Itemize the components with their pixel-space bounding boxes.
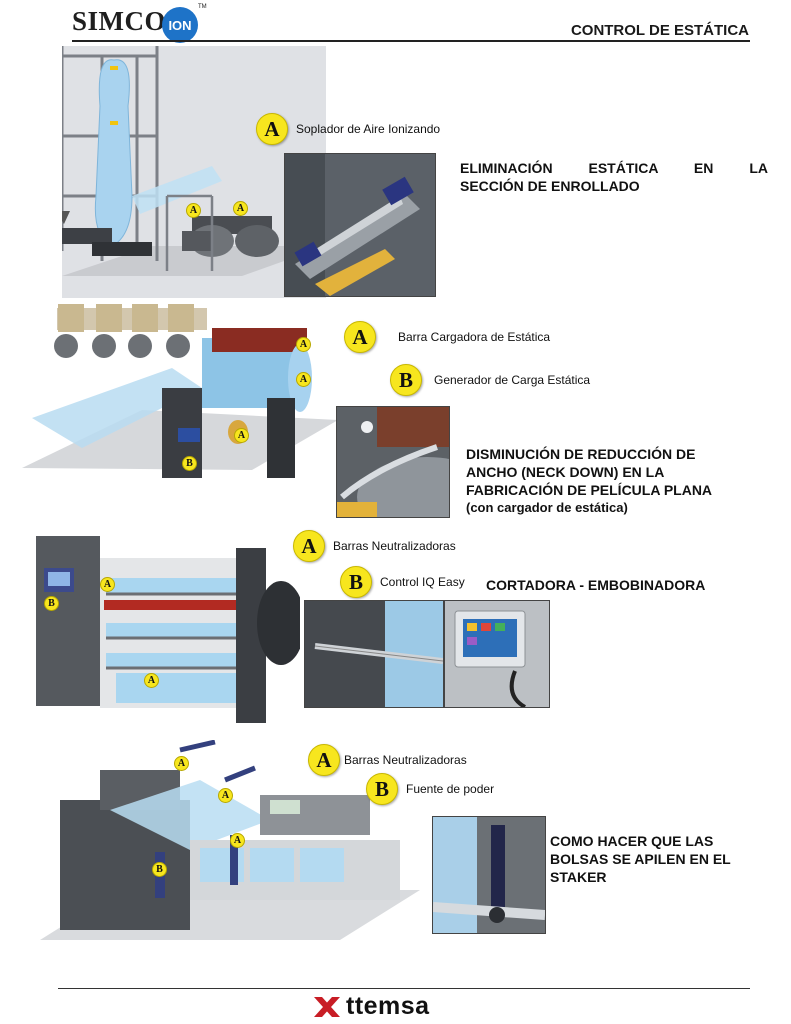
marker-a: A — [218, 788, 233, 803]
callout-label: Generador de Carga Estática — [434, 373, 591, 387]
callout-label: Barras Neutralizadoras — [333, 539, 456, 553]
marker-a: A — [186, 203, 201, 218]
marker-b: B — [182, 456, 197, 471]
marker-a: A — [234, 428, 249, 443]
callout-neutralizing-bars: A Barras Neutralizadoras — [293, 530, 456, 562]
marker-a: A — [144, 673, 159, 688]
ion-logo-badge: ION — [162, 7, 198, 43]
marker-a: A — [296, 337, 311, 352]
callout-label: Barras Neutralizadoras — [344, 753, 467, 767]
callout-label: Soplador de Aire Ionizando — [296, 122, 441, 136]
letter-badge: B — [366, 773, 398, 805]
marker-a: A — [296, 372, 311, 387]
section-heading: CORTADORA - EMBOBINADORA — [486, 577, 706, 593]
letter-badge: A — [293, 530, 325, 562]
letter-badge: A — [308, 744, 340, 776]
marker-a: A — [230, 833, 245, 848]
letter-badge: B — [340, 566, 372, 598]
slitter-rewinder-illustration — [36, 528, 300, 724]
callout-label: Fuente de poder — [406, 782, 495, 796]
callout-label: Barra Cargadora de Estática — [398, 330, 551, 344]
charging-bar-detail-photo — [336, 406, 450, 518]
footer-brand: ttemsa — [346, 992, 430, 1020]
marker-a: A — [100, 577, 115, 592]
bag-stacker-illustration — [40, 740, 420, 942]
extrusion-tower-illustration — [62, 46, 326, 298]
callout-label: Control IQ Easy — [380, 575, 465, 589]
trademark-mark: TM — [198, 4, 207, 10]
letter-badge: B — [390, 364, 422, 396]
ttemsa-logo: ttemsa — [312, 992, 430, 1021]
film-casting-line-illustration — [22, 298, 338, 486]
stacker-bar-detail-photo — [432, 816, 546, 934]
header-divider — [72, 40, 750, 42]
marker-a: A — [233, 201, 248, 216]
callout-iq-easy-control: B Control IQ Easy — [340, 566, 465, 598]
marker-b: B — [152, 862, 167, 877]
callout-static-charge-generator: B Generador de Carga Estática — [390, 364, 590, 396]
footer-divider — [58, 988, 750, 989]
callout-neutralizing-bars: A Barras Neutralizadoras — [308, 744, 467, 776]
page-title: CONTROL DE ESTÁTICA — [570, 22, 749, 39]
neutralizing-bar-detail-photo — [304, 600, 444, 708]
section-heading: DISMINUCIÓN DE REDUCCIÓN DE ANCHO (NECK … — [466, 446, 713, 515]
ionizing-blower-detail-photo — [284, 153, 436, 297]
simco-logo-text: SIMCO — [72, 6, 167, 36]
section-heading: ELIMINACIÓN ESTÁTICA EN LA SECCIÓN DE EN… — [460, 160, 768, 194]
iq-easy-controller-photo — [444, 600, 550, 708]
letter-badge: A — [344, 321, 376, 353]
marker-a: A — [174, 756, 189, 771]
callout-static-charging-bar: A Barra Cargadora de Estática — [344, 321, 550, 353]
section-heading: COMO HACER QUE LAS BOLSAS SE APILEN EN E… — [550, 833, 731, 885]
marker-b: B — [44, 596, 59, 611]
callout-ionizing-blower: A Soplador de Aire Ionizando — [256, 113, 440, 145]
letter-badge: A — [256, 113, 288, 145]
callout-power-supply: B Fuente de poder — [366, 773, 494, 805]
ttemsa-x-icon — [314, 996, 340, 1017]
